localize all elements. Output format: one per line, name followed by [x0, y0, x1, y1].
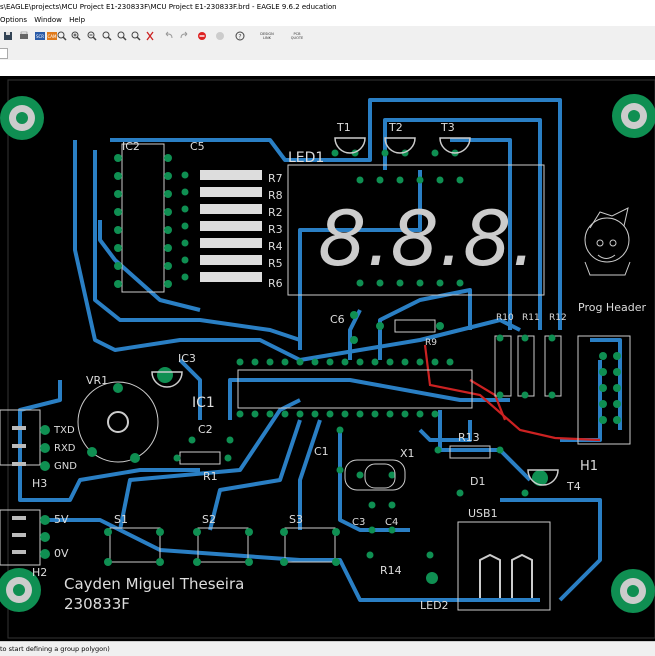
header-pins: [12, 426, 26, 554]
label-r2: R2: [268, 206, 283, 219]
label-t3: T3: [440, 121, 455, 134]
pot-knob: [107, 411, 129, 433]
stop-icon[interactable]: [196, 30, 207, 41]
label-r12: R12: [549, 313, 567, 323]
undo-icon[interactable]: [163, 30, 174, 41]
label-r4: R4: [268, 240, 283, 253]
label-r6: R6: [268, 277, 283, 290]
label-s3: S3: [289, 513, 303, 526]
label-r9: R9: [425, 338, 437, 348]
component-labels: IC2 C5 LED1 T1 T2 T3 R7 R8 R2 R3 R4 R5 R…: [32, 121, 646, 613]
label-r3: R3: [268, 223, 283, 236]
command-line-area: [0, 60, 655, 77]
label-c4: C4: [385, 517, 398, 528]
label-d1: D1: [470, 475, 485, 488]
zoom-previous-icon[interactable]: [116, 30, 127, 41]
help-icon[interactable]: ?: [234, 30, 245, 41]
mounting-hole-tl: [0, 96, 44, 140]
svg-text:SCR: SCR: [35, 34, 43, 39]
menu-help[interactable]: Help: [69, 16, 86, 24]
ratsnest-icon[interactable]: [144, 30, 155, 41]
pads: [40, 149, 621, 584]
mounting-hole-bl: [0, 568, 41, 612]
label-c2: C2: [198, 423, 213, 436]
toolbar: SCR CAM ? DESIGN LINK PCB QUOTE: [0, 26, 655, 47]
designer-id: 230833F: [64, 595, 130, 613]
label-c5: C5: [190, 140, 205, 153]
mounting-hole-tr: [612, 94, 655, 138]
label-ic1: IC1: [192, 395, 215, 411]
status-text: to start defining a group polygon): [0, 645, 110, 653]
svg-text:8.8.8.: 8.8.8.: [318, 194, 536, 283]
zoom-in-icon[interactable]: [70, 30, 81, 41]
cam-processor-icon[interactable]: CAM: [46, 30, 57, 41]
label-c1: C1: [314, 445, 329, 458]
label-t4: T4: [566, 480, 581, 493]
label-txd: TXD: [53, 425, 75, 436]
label-led2: LED2: [420, 599, 449, 612]
pcb-layout: 8.8.8. IC2 C5 LED1 T1 T2 T3 R7 R8 R2 R3 …: [0, 79, 655, 639]
label-c6: C6: [330, 313, 345, 326]
resistor-array: [200, 170, 262, 282]
label-r13: R13: [458, 431, 480, 444]
usb-connector: [479, 553, 533, 598]
command-input[interactable]: [0, 48, 8, 59]
redo-icon[interactable]: [178, 30, 189, 41]
label-0v: 0V: [54, 547, 69, 560]
label-usb1: USB1: [468, 507, 498, 520]
title-bar: s\EAGLE\projects\MCU Project E1-230833F\…: [0, 0, 655, 14]
zoom-out-icon[interactable]: [86, 30, 97, 41]
design-link-button[interactable]: DESIGN LINK: [260, 31, 274, 40]
label-ic3: IC3: [178, 352, 196, 365]
transistor-outlines: [151, 137, 559, 486]
bottom-traces: [18, 98, 622, 602]
label-r10: R10: [496, 313, 514, 323]
pcb-quote-button[interactable]: PCB QUOTE: [290, 31, 304, 40]
label-ic2: IC2: [122, 140, 140, 153]
menu-bar: Options Window Help: [0, 14, 655, 26]
label-prog-header: Prog Header: [578, 301, 646, 314]
cam-icon[interactable]: SCR: [34, 30, 45, 41]
window-title: s\EAGLE\projects\MCU Project E1-230833F\…: [0, 3, 337, 11]
mounting-hole-br: [611, 569, 655, 613]
logo-art-icon: [584, 207, 631, 276]
label-r1: R1: [203, 470, 218, 483]
board-canvas[interactable]: 8.8.8. IC2 C5 LED1 T1 T2 T3 R7 R8 R2 R3 …: [0, 76, 655, 641]
label-c3: C3: [352, 517, 365, 528]
label-x1: X1: [400, 447, 415, 460]
label-r14: R14: [380, 564, 402, 577]
label-led1: LED1: [288, 150, 324, 166]
silkscreen: [0, 143, 631, 611]
label-r11: R11: [522, 313, 540, 323]
redraw-icon[interactable]: [130, 30, 141, 41]
label-h2: H2: [32, 566, 47, 579]
seven-segment-display: 8.8.8.: [318, 194, 536, 283]
svg-text:CAM: CAM: [47, 34, 56, 39]
label-rxd: RXD: [54, 443, 76, 454]
label-r8: R8: [268, 189, 283, 202]
status-bar: to start defining a group polygon): [0, 641, 655, 656]
menu-window[interactable]: Window: [34, 16, 62, 24]
label-r7: R7: [268, 172, 283, 185]
label-r5: R5: [268, 257, 283, 270]
svg-text:?: ?: [238, 33, 241, 40]
save-icon[interactable]: [2, 30, 13, 41]
label-5v: 5V: [54, 513, 69, 526]
label-t2: T2: [388, 121, 403, 134]
label-s2: S2: [202, 513, 216, 526]
crystal-body: [364, 463, 396, 489]
label-h3: H3: [32, 477, 47, 490]
label-h1: H1: [580, 459, 598, 474]
label-vr1: VR1: [86, 374, 108, 387]
zoom-fit-icon[interactable]: [56, 30, 67, 41]
print-icon[interactable]: [18, 30, 29, 41]
command-bar: [0, 46, 655, 60]
go-icon[interactable]: [214, 30, 225, 41]
label-gnd: GND: [54, 461, 77, 472]
label-t1: T1: [336, 121, 351, 134]
menu-options[interactable]: Options: [0, 16, 28, 24]
designer-name: Cayden Miguel Theseira: [64, 575, 244, 593]
zoom-select-icon[interactable]: [101, 30, 112, 41]
label-s1: S1: [114, 513, 128, 526]
